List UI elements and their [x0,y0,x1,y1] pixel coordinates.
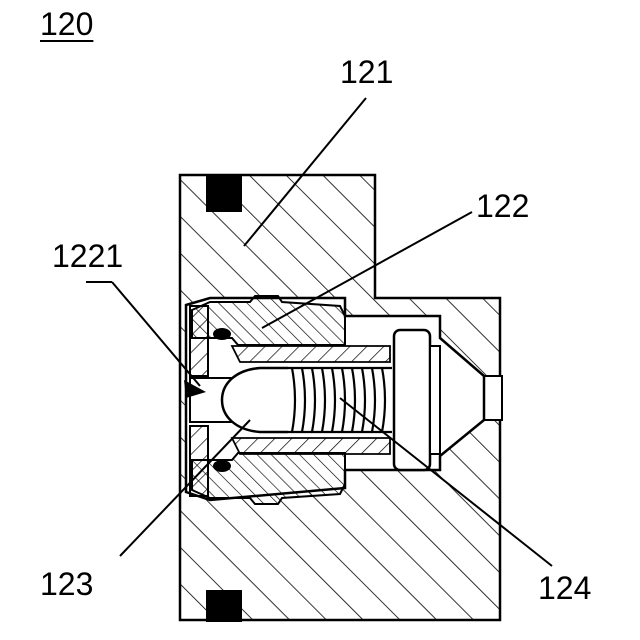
housing-label: 121 [340,56,393,88]
spring-label: 124 [538,572,591,604]
outlet-port [484,376,502,420]
plunger [222,368,290,432]
inner-tube-top [232,346,390,362]
seal-block-bottom [206,590,242,622]
sleeve-flange-top [190,306,208,376]
passage-label: 1221 [52,240,123,272]
spring-retainer [394,330,430,470]
assembly-label: 120 [40,8,93,40]
plunger-label: 123 [40,568,93,600]
o-ring-top [213,328,231,340]
sleeve-label: 122 [476,190,529,222]
sleeve-flange-bottom [190,426,208,496]
o-ring-bottom [213,460,231,472]
inner-tube-bottom [232,438,390,454]
seal-block-top [206,176,242,212]
